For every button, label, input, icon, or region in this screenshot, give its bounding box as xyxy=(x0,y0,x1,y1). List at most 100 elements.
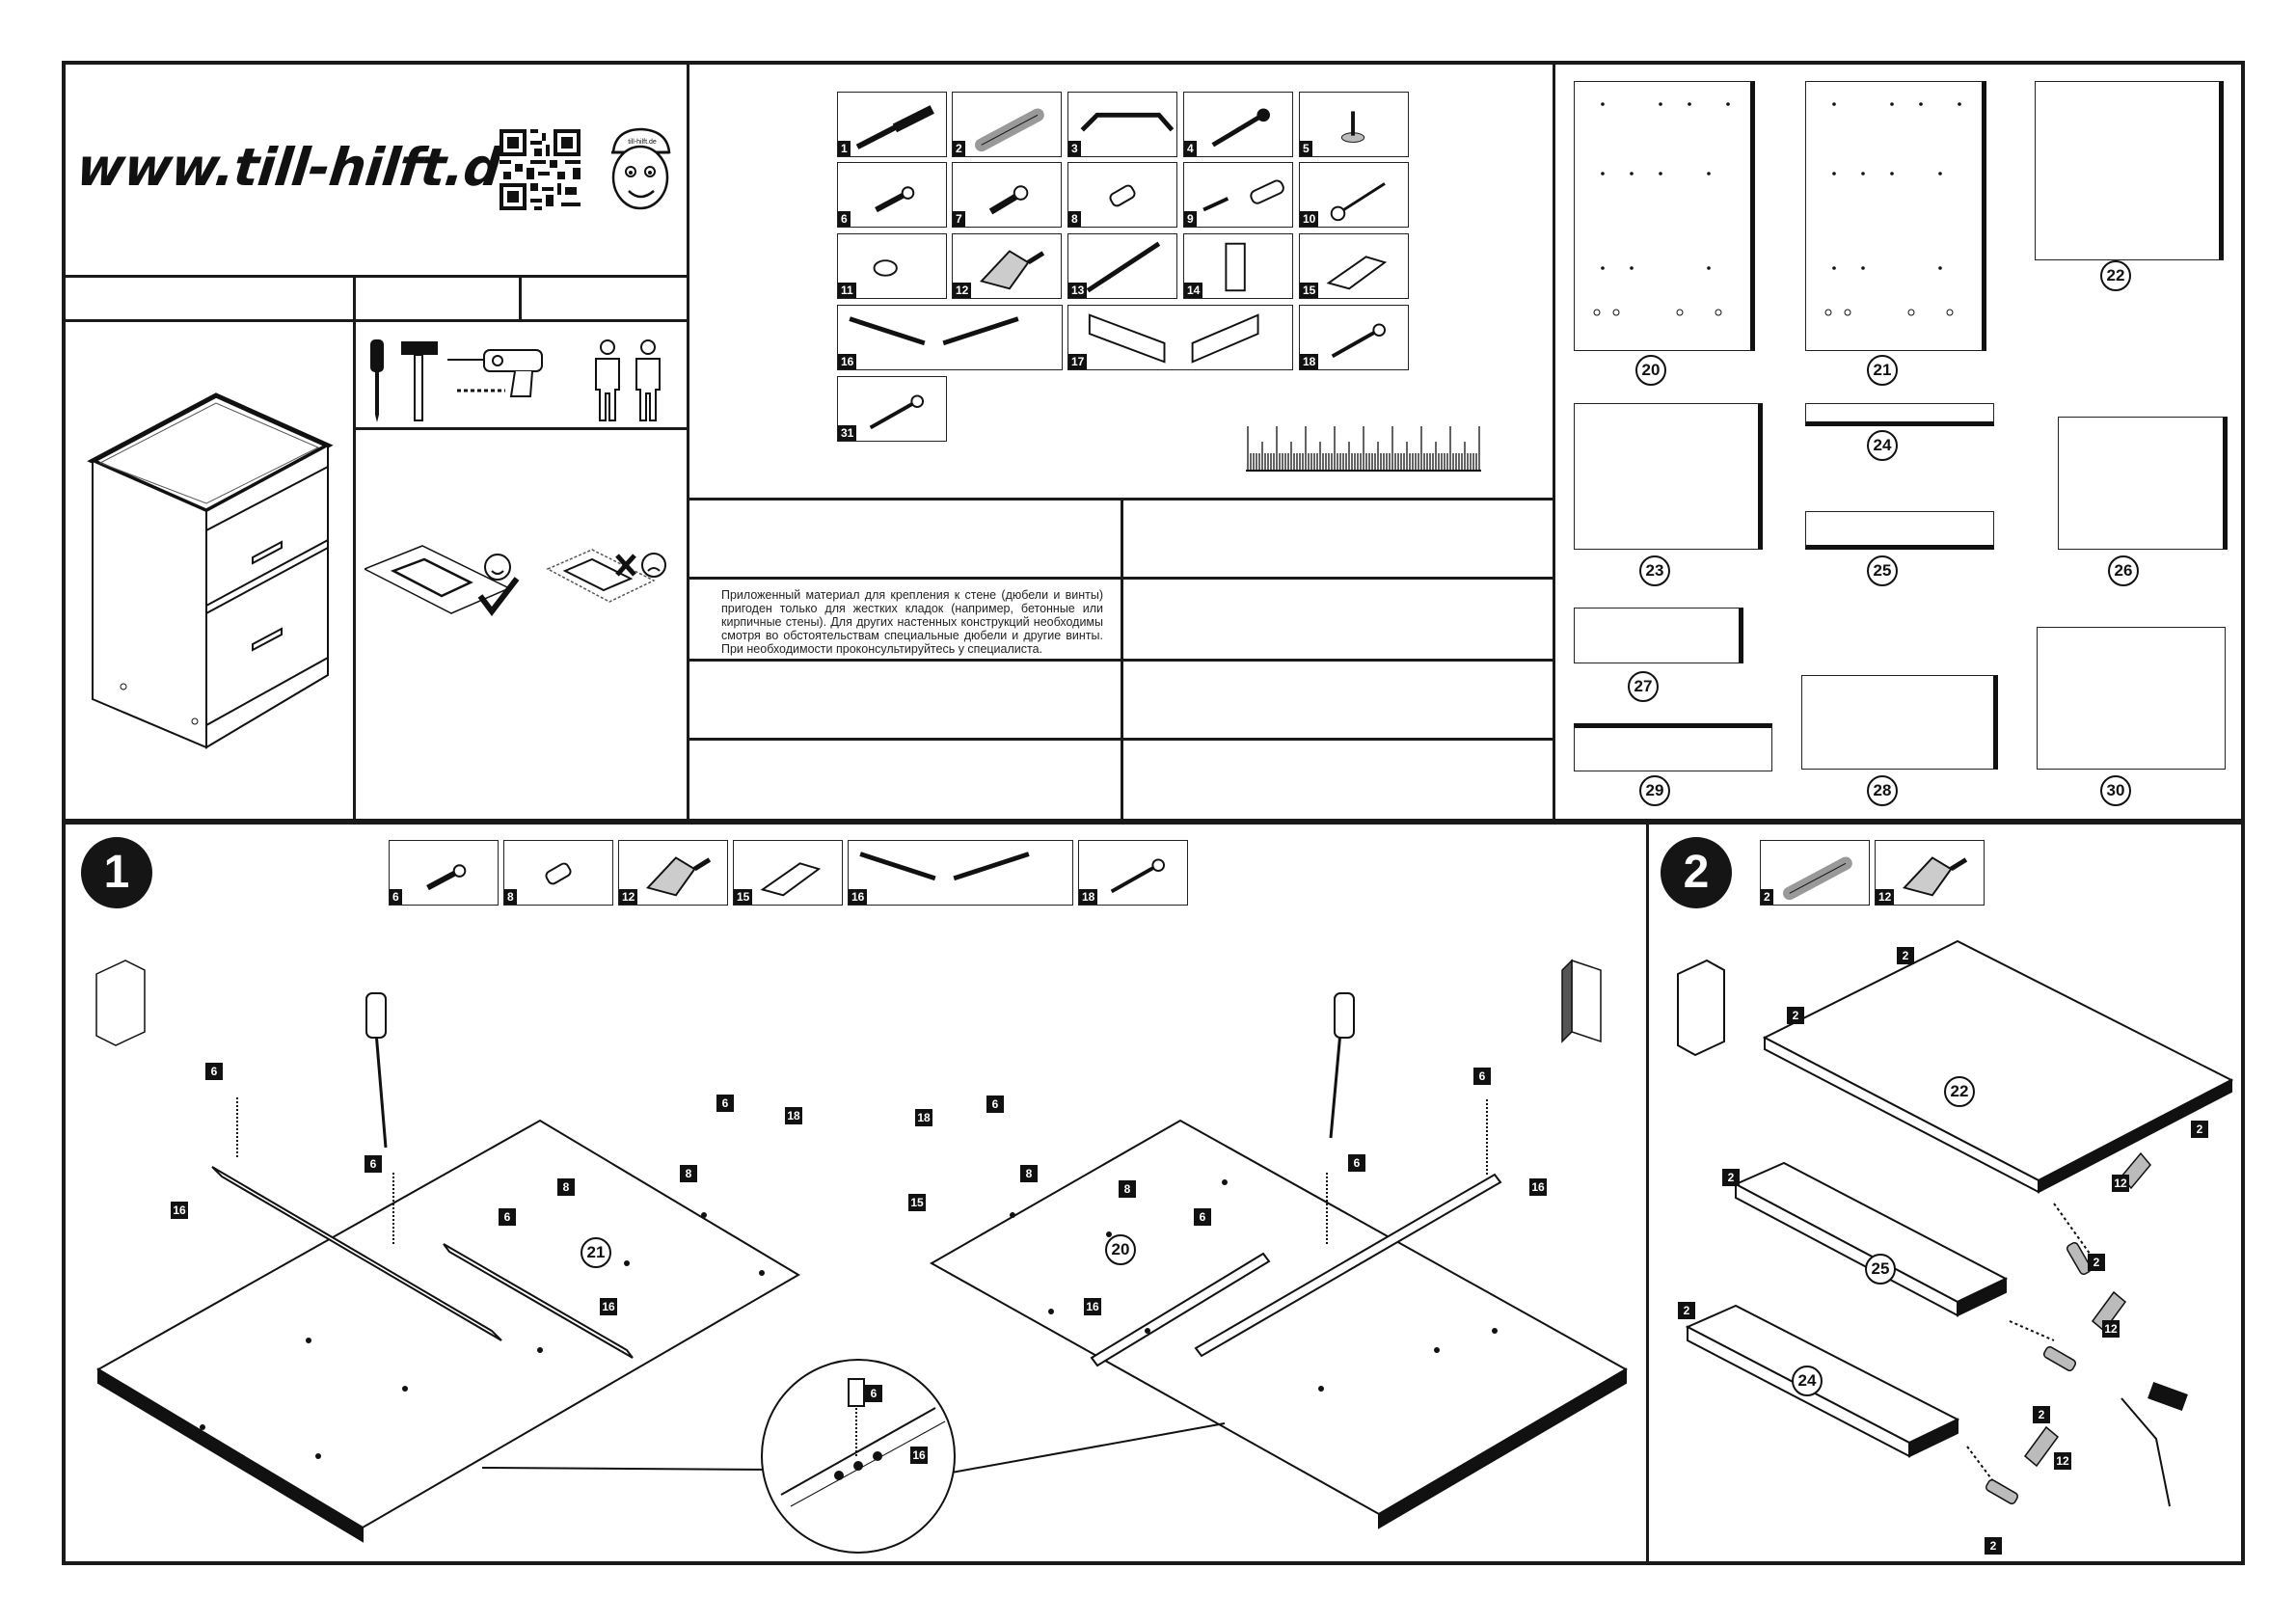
glue-icon xyxy=(1902,856,1968,897)
divider xyxy=(1121,498,1123,823)
part-number: 10 xyxy=(1300,211,1319,227)
glue-icon xyxy=(979,250,1045,290)
panel-label: 22 xyxy=(2100,260,2131,291)
callout-tag: 8 xyxy=(557,1178,575,1196)
part-tile-16: 16 xyxy=(837,305,1063,370)
panel-22-label: 22 xyxy=(1944,1076,1975,1107)
bracket-icon xyxy=(1225,242,1246,292)
callout-tag: 2 xyxy=(2088,1254,2105,1271)
part-tile-3: 3 xyxy=(1067,92,1177,157)
part-tile-8: 8 xyxy=(503,840,613,906)
part-tile-5: 5 xyxy=(1299,92,1409,157)
callout-tag: 16 xyxy=(1529,1178,1547,1196)
panel-27 xyxy=(1574,608,1743,663)
wood-screw-icon xyxy=(1110,858,1165,894)
part-number: 16 xyxy=(838,354,857,369)
part-number: 12 xyxy=(1876,889,1895,905)
handle-icon xyxy=(1080,112,1175,132)
callout-tag: 6 xyxy=(1194,1208,1211,1226)
euro-screw-icon xyxy=(426,864,467,891)
part-number: 31 xyxy=(838,425,857,441)
rod-icon xyxy=(1086,241,1161,293)
part-tile-11: 11 xyxy=(837,233,947,299)
cabinet-illustration xyxy=(87,392,334,749)
part-tile-7: 7 xyxy=(952,162,1062,228)
part-number: 2 xyxy=(953,141,965,156)
callout-tag: 12 xyxy=(2054,1452,2071,1470)
step-1-drawing xyxy=(95,959,1629,1554)
panel-22 xyxy=(2035,81,2224,260)
wood-screw-icon xyxy=(1331,323,1386,359)
part-number: 15 xyxy=(734,889,753,905)
part-number: 12 xyxy=(619,889,638,905)
part-number: 18 xyxy=(1300,354,1319,369)
callout-tag: 2 xyxy=(1787,1007,1804,1024)
mascot-icon: till-hilft.de xyxy=(611,127,671,210)
glue-icon xyxy=(645,856,712,897)
part-number: 9 xyxy=(1184,211,1197,227)
callout-tag: 18 xyxy=(915,1109,932,1126)
part-number: 12 xyxy=(953,283,972,298)
angle-bracket-icon xyxy=(1326,256,1388,290)
part-tile-14: 14 xyxy=(1183,233,1293,299)
callout-tag: 15 xyxy=(908,1194,926,1211)
part-tile-15: 15 xyxy=(733,840,843,906)
callout-tag: 6 xyxy=(865,1385,882,1402)
callout-tag: 6 xyxy=(1473,1068,1491,1085)
panel-24-label: 24 xyxy=(1792,1366,1823,1396)
part-tile-9: 9 xyxy=(1183,162,1293,228)
cam-screw-icon xyxy=(988,185,1029,215)
part-number: 18 xyxy=(1079,889,1098,905)
part-number: 2 xyxy=(1761,889,1773,905)
callout-tag: 2 xyxy=(2033,1406,2050,1423)
part-tile-13: 13 xyxy=(1067,233,1177,299)
panel-29 xyxy=(1574,723,1772,771)
part-tile-1: 1 xyxy=(837,92,947,157)
part-number: 4 xyxy=(1184,141,1197,156)
panel-label: 20 xyxy=(1635,355,1666,386)
step-2-drawing xyxy=(1677,939,2234,1507)
divider xyxy=(1646,821,1649,1565)
ruler-icon xyxy=(1246,426,1481,472)
part-tile-6: 6 xyxy=(837,162,947,228)
panel-20 xyxy=(1574,81,1755,351)
drawer-runner-icon xyxy=(859,852,1030,881)
part-tile-17: 17 xyxy=(1067,305,1293,370)
divider xyxy=(62,275,689,278)
panel-label: 27 xyxy=(1628,671,1659,702)
callout-tag: 2 xyxy=(1678,1302,1695,1319)
callout-tag: 6 xyxy=(1348,1154,1365,1172)
callout-tag: 6 xyxy=(365,1155,382,1173)
divider xyxy=(353,427,689,430)
divider xyxy=(62,319,689,322)
callout-tag: 2 xyxy=(1722,1169,1740,1186)
screw-dowel-icon xyxy=(1202,179,1284,212)
part-tile-8: 8 xyxy=(1067,162,1177,228)
callout-tag: 8 xyxy=(680,1165,697,1182)
part-tile-6: 6 xyxy=(389,840,499,906)
part-number: 15 xyxy=(1300,283,1319,298)
panel-23 xyxy=(1574,403,1763,550)
callout-tag: 6 xyxy=(205,1063,223,1080)
panel-label: 21 xyxy=(1867,355,1898,386)
panel-25 xyxy=(1805,511,1994,550)
callout-tag: 18 xyxy=(785,1107,802,1124)
screwdriver-icon xyxy=(370,339,384,422)
wood-screw-icon xyxy=(869,394,924,430)
part-number: 16 xyxy=(849,889,868,905)
two-people-icon xyxy=(595,339,661,421)
part-tile-4: 4 xyxy=(1183,92,1293,157)
hammer-icon xyxy=(401,341,438,421)
callout-tag: 8 xyxy=(1020,1165,1038,1182)
wall-mounting-notice: Приложенный материал для крепления к сте… xyxy=(721,588,1103,656)
part-tile-18: 18 xyxy=(1299,305,1409,370)
angle-bracket-icon xyxy=(760,862,822,897)
qr-code-icon xyxy=(500,129,581,210)
callout-tag: 2 xyxy=(2191,1121,2208,1138)
drawer-side-icon xyxy=(1088,313,1259,364)
divider xyxy=(353,275,356,823)
panel-label: 24 xyxy=(1867,430,1898,461)
part-tile-18: 18 xyxy=(1078,840,1188,906)
part-number: 6 xyxy=(390,889,402,905)
part-tile-16: 16 xyxy=(848,840,1073,906)
